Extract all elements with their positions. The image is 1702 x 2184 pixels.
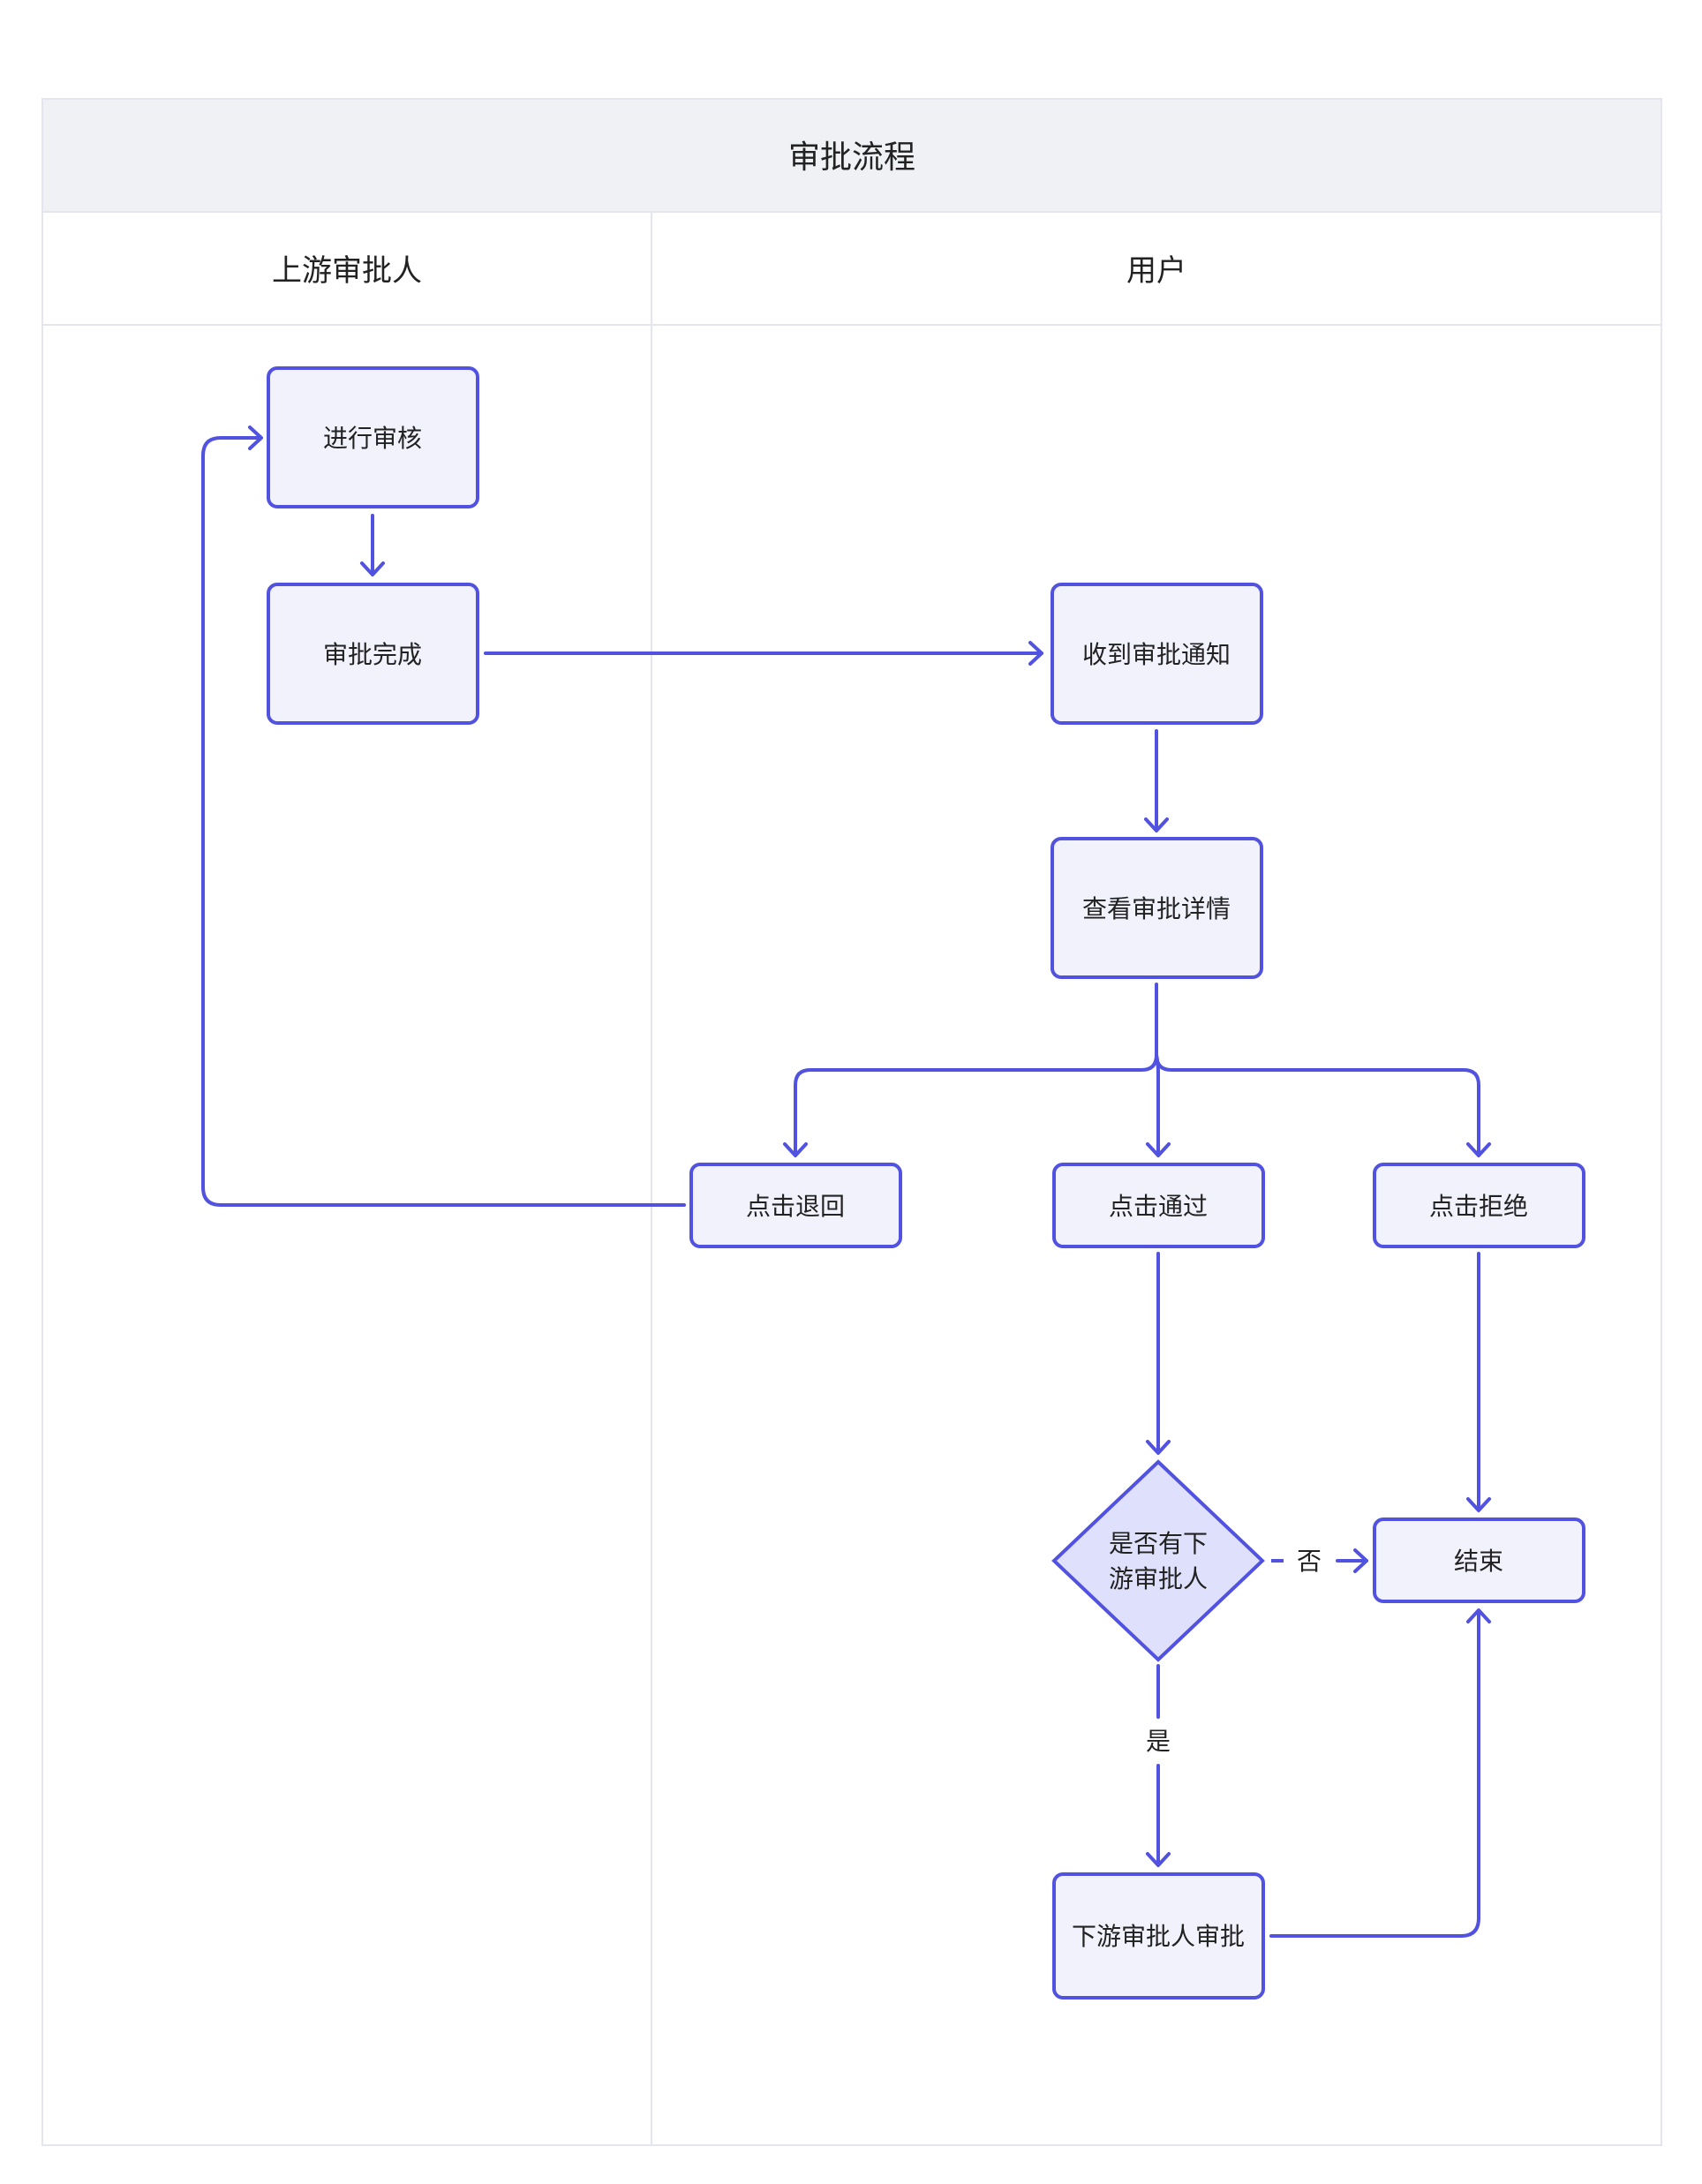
node-click-return: 点击退回 <box>689 1163 902 1248</box>
arrowhead <box>1146 1852 1171 1867</box>
lane-label-upstream: 上游审批人 <box>272 253 422 289</box>
arrowhead <box>1466 1497 1491 1512</box>
node-downstream-approval: 下游审批人审批 <box>1052 1872 1265 1999</box>
node-approval-done-label: 审批完成 <box>323 640 422 669</box>
edge-downstream-to-end <box>1269 1609 1480 1938</box>
node-approval-done: 审批完成 <box>267 583 479 725</box>
node-click-return-label: 点击退回 <box>746 1192 845 1221</box>
arrowhead <box>360 561 385 576</box>
arrowhead <box>1146 1142 1171 1157</box>
edge-details-to-pass <box>1155 1053 1160 1156</box>
node-decision-downstream: 是否有下 游审批人 <box>1051 1459 1265 1662</box>
diagram-title: 审批流程 <box>788 139 915 176</box>
node-click-pass-label: 点击通过 <box>1109 1192 1208 1221</box>
arrowhead <box>1144 817 1169 832</box>
node-end: 结束 <box>1373 1518 1585 1603</box>
arrowhead <box>1466 1142 1491 1157</box>
node-decision-label-line1: 是否有下 <box>1109 1529 1208 1558</box>
node-receive-notice: 收到审批通知 <box>1051 583 1263 725</box>
node-view-details-label: 查看审批详情 <box>1082 894 1231 923</box>
node-downstream-approval-label: 下游审批人审批 <box>1072 1922 1245 1951</box>
node-receive-notice-label: 收到审批通知 <box>1082 640 1231 669</box>
arrowhead <box>1028 641 1043 666</box>
edge-details-to-reject <box>1155 1053 1480 1156</box>
arrowhead <box>1146 1440 1171 1455</box>
lane-label-user: 用户 <box>1126 253 1186 289</box>
title-band <box>43 100 1661 212</box>
node-click-pass: 点击通过 <box>1052 1163 1265 1248</box>
node-view-details: 查看审批详情 <box>1051 837 1263 979</box>
edge-label-yes: 是 <box>1146 1727 1171 1756</box>
node-review: 进行审核 <box>267 366 479 508</box>
arrowhead <box>1353 1548 1368 1573</box>
node-click-reject-label: 点击拒绝 <box>1429 1192 1528 1221</box>
arrowhead <box>248 426 263 450</box>
edge-label-no: 否 <box>1297 1547 1322 1576</box>
node-decision-label-line2: 游审批人 <box>1109 1564 1208 1593</box>
edge-return-to-review <box>201 436 686 1207</box>
arrowhead <box>1466 1608 1491 1623</box>
node-end-label: 结束 <box>1454 1547 1503 1576</box>
node-click-reject: 点击拒绝 <box>1373 1163 1585 1248</box>
arrowhead <box>783 1142 808 1157</box>
node-review-label: 进行审核 <box>323 424 422 453</box>
